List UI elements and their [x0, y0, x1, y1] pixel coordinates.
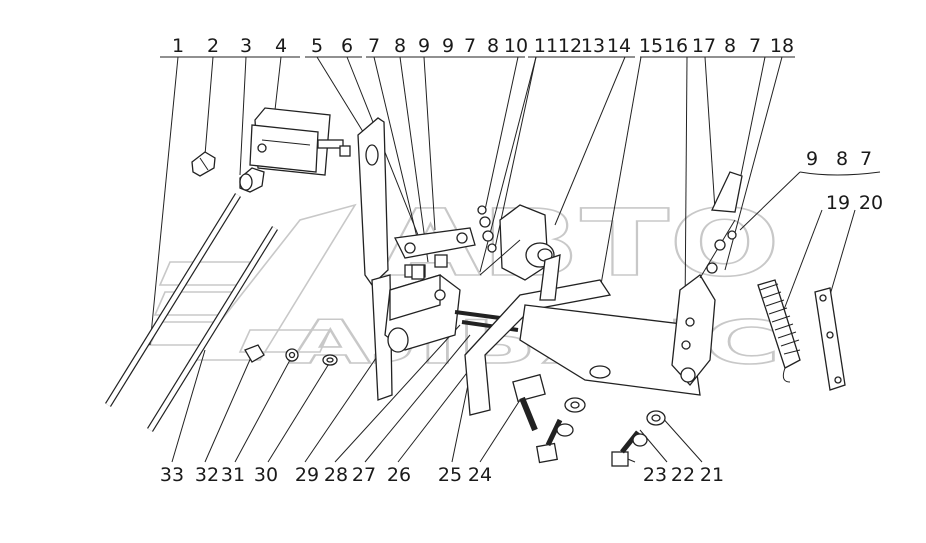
side-callout-label-2: 8: [836, 148, 848, 170]
top-callout-label-15: 12: [558, 35, 582, 57]
part-bolt-24: [512, 373, 563, 464]
part-main-bracket-25: [464, 254, 701, 416]
part-washer-21: [646, 410, 666, 426]
part-fitting-3: [239, 167, 265, 193]
top-callout-label-16: 13: [581, 35, 605, 57]
side-callout-label-1: 9: [806, 148, 818, 170]
part-bracket-plate-5: [357, 117, 393, 401]
bottom-callout-label-2: 32: [195, 464, 219, 486]
top-callout-label-18: 15: [639, 35, 663, 57]
part-rod-1: [105, 193, 241, 407]
top-callout-label-17: 14: [607, 35, 631, 57]
top-callout-label-9: 9: [418, 35, 430, 57]
bottom-callout-label-1: 33: [160, 464, 184, 486]
part-plate-20: [814, 287, 846, 391]
side-callout-label-3: 7: [860, 148, 872, 170]
top-callout-label-22: 7: [749, 35, 761, 57]
top-callout-label-2: 2: [207, 35, 219, 57]
bottom-callout-label-4: 30: [254, 464, 278, 486]
bottom-callout-label-12: 22: [671, 464, 695, 486]
bottom-callout-label-11: 23: [643, 464, 667, 486]
top-callout-label-6: 6: [341, 35, 353, 57]
bottom-callout-label-6: 28: [324, 464, 348, 486]
top-callout-label-4: 4: [275, 35, 287, 57]
part-lever-6: [394, 227, 476, 280]
top-callout-label-19: 16: [664, 35, 688, 57]
top-callout-label-14: 11: [534, 35, 558, 57]
part-fitting-2: [191, 151, 216, 177]
bottom-callout-label-5: 29: [295, 464, 319, 486]
side-callout-label-4: 19: [826, 192, 850, 214]
top-callout-label-1: 1: [172, 35, 184, 57]
part-nut-32: [244, 344, 265, 363]
bottom-callout-label-9: 25: [438, 464, 462, 486]
part-air-cylinder-4: [249, 107, 351, 176]
part-washer-22: [556, 397, 586, 437]
top-callout-label-23: 18: [770, 35, 794, 57]
side-leader-lines: [739, 171, 881, 321]
top-callout-label-12: 8: [487, 35, 499, 57]
top-callout-label-5: 5: [311, 35, 323, 57]
bottom-callout-label-8: 26: [387, 464, 411, 486]
top-callout-label-21: 8: [724, 35, 736, 57]
top-callout-label-8: 8: [394, 35, 406, 57]
part-bolt-23: [611, 430, 648, 467]
part-rod-33: [147, 226, 278, 432]
bottom-callout-label-3: 31: [221, 464, 245, 486]
part-nut-31: [285, 348, 299, 362]
side-callout-label-5: 20: [859, 192, 883, 214]
bottom-callout-label-13: 21: [700, 464, 724, 486]
top-leader-lines: [149, 56, 783, 346]
part-washers-10: [477, 205, 497, 253]
top-callout-label-3: 3: [240, 35, 252, 57]
part-lever-18: [706, 171, 743, 274]
part-washer-30: [322, 354, 338, 366]
bottom-callout-label-7: 27: [352, 464, 376, 486]
top-callout-label-20: 17: [692, 35, 716, 57]
bottom-callout-label-10: 24: [468, 464, 492, 486]
top-callout-label-7: 7: [368, 35, 380, 57]
part-spring-19: [757, 279, 801, 383]
top-callout-label-11: 7: [464, 35, 476, 57]
top-callout-label-10: 9: [442, 35, 454, 57]
top-callout-label-13: 10: [504, 35, 528, 57]
